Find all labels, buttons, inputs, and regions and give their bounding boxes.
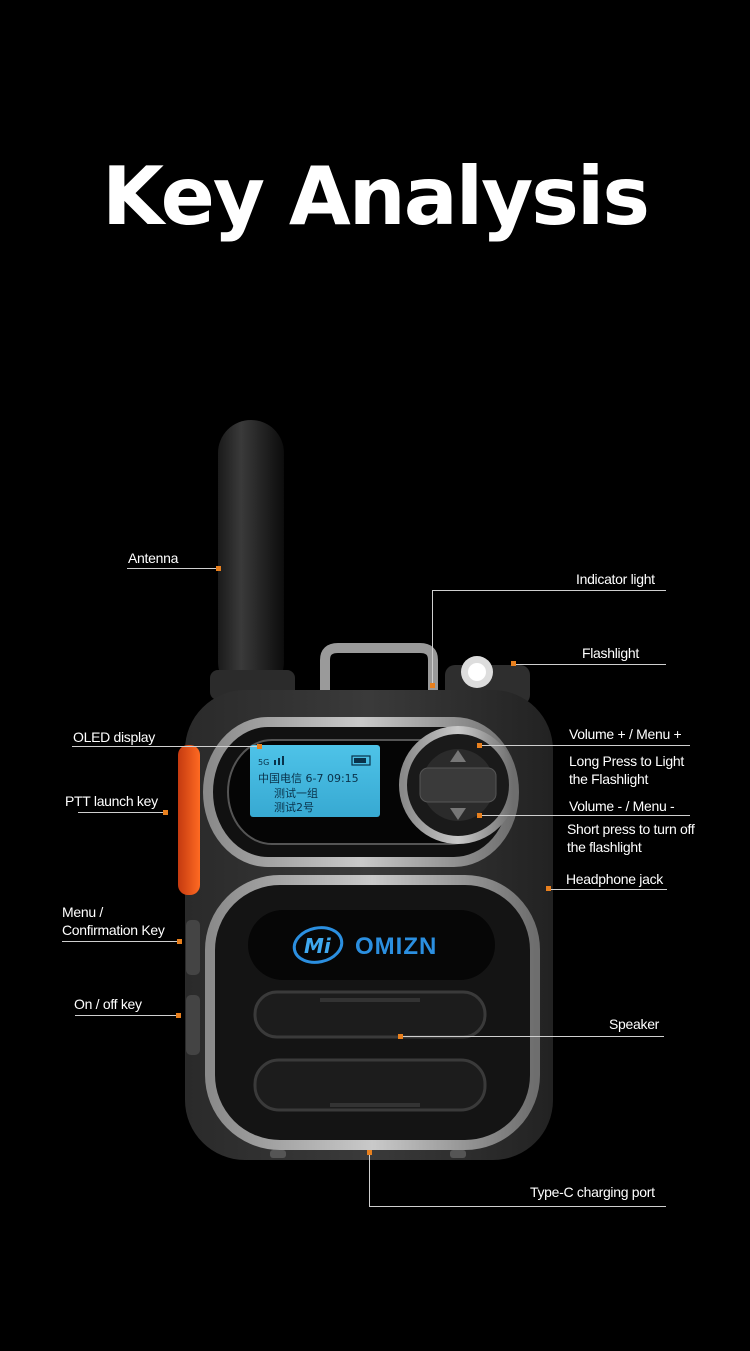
indicator-callout-drop: [432, 590, 433, 684]
lcd-group2: 测试2号: [274, 801, 314, 814]
typec-callout-line: [369, 1206, 666, 1207]
typec-callout-drop: [369, 1152, 370, 1207]
battery-icon: [351, 755, 371, 766]
menu-label-line2: Confirmation Key: [62, 922, 165, 938]
headphone-marker: [546, 886, 551, 891]
brand-name: OMIZN: [355, 933, 437, 960]
long-press-line2: the Flashlight: [569, 771, 649, 787]
flashlight-marker: [511, 661, 516, 666]
short-press-line1: Short press to turn off: [567, 821, 695, 837]
device-body: [178, 690, 553, 1160]
menu-callout-line: [62, 941, 180, 942]
menu-label-line1: Menu /: [62, 904, 103, 920]
menu-marker: [177, 939, 182, 944]
oled-marker: [257, 744, 262, 749]
headphone-jack-label: Headphone jack: [566, 871, 663, 887]
ptt-label: PTT launch key: [65, 793, 158, 809]
antenna-marker: [216, 566, 221, 571]
long-press-line1: Long Press to Light: [569, 753, 684, 769]
volume-up-callout-line: [480, 745, 690, 746]
page-title: Key Analysis: [102, 150, 650, 243]
volume-up-label: Volume + / Menu +: [569, 726, 682, 742]
headphone-callout-line: [549, 889, 667, 890]
indicator-light-label: Indicator light: [576, 571, 655, 587]
ptt-callout-line: [78, 812, 166, 813]
logo-mark: Mi: [304, 934, 332, 958]
lcd-carrier-line: 中国电信 6-7 09:15: [258, 772, 359, 785]
volume-down-label: Volume - / Menu -: [569, 798, 675, 814]
volume-up-marker: [477, 743, 482, 748]
antenna-callout-line: [127, 568, 219, 569]
speaker-marker: [398, 1034, 403, 1039]
antenna: [210, 420, 295, 700]
onoff-callout-line: [75, 1015, 179, 1016]
antenna-label: Antenna: [128, 550, 179, 566]
lcd-status: 5G: [258, 758, 269, 767]
brand-logo: Mi OMIZN: [292, 926, 437, 964]
typec-marker: [367, 1150, 372, 1155]
volume-down-callout-line: [480, 815, 690, 816]
speaker-label: Speaker: [609, 1016, 660, 1032]
flashlight-label: Flashlight: [582, 645, 639, 661]
signal-bars-icon: [274, 756, 284, 765]
indicator-marker: [430, 683, 435, 688]
type-c-label: Type-C charging port: [530, 1184, 655, 1200]
ptt-marker: [163, 810, 168, 815]
on-off-label: On / off key: [74, 996, 142, 1012]
speaker-callout-line: [400, 1036, 664, 1037]
volume-down-marker: [477, 813, 482, 818]
onoff-marker: [176, 1013, 181, 1018]
flashlight-callout-line: [515, 664, 666, 665]
oled-display-label: OLED display: [73, 729, 155, 745]
lcd-group1: 测试一组: [274, 786, 318, 800]
oled-callout-line: [72, 746, 260, 747]
indicator-callout-line: [432, 590, 666, 591]
short-press-line2: the flashlight: [567, 839, 642, 855]
